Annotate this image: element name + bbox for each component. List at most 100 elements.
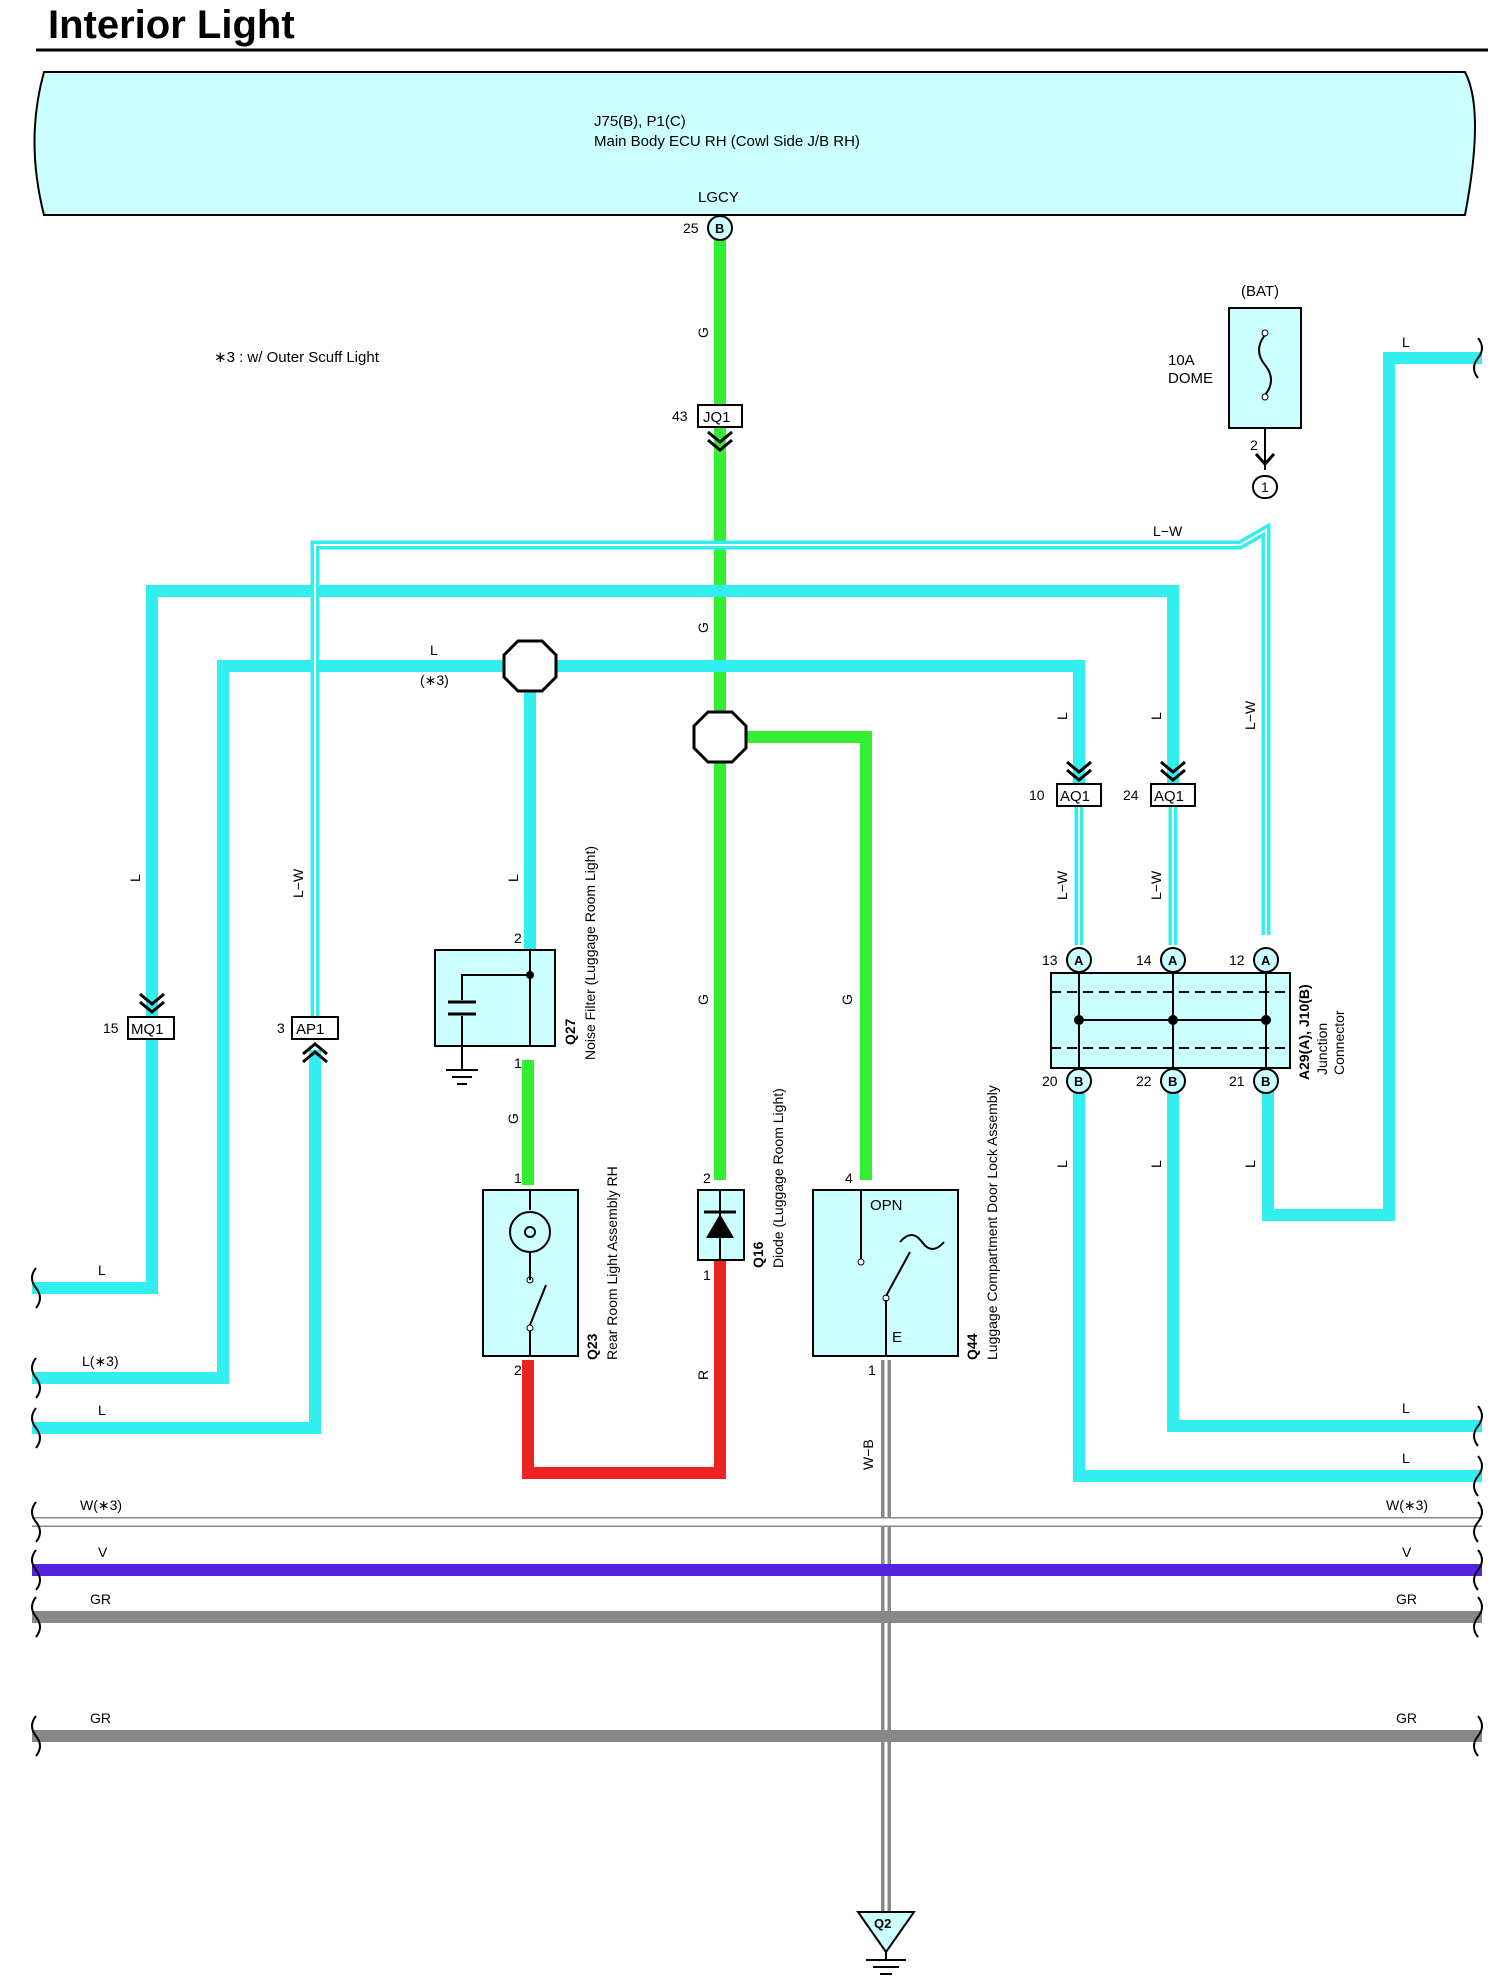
wl-l-jc-3: L bbox=[1242, 1160, 1258, 1168]
fuse-junction-pin: 1 bbox=[1261, 479, 1269, 495]
wl-l3-left: L(∗3) bbox=[82, 1353, 119, 1369]
q44-e: E bbox=[892, 1329, 902, 1346]
ecu-pin: 25 bbox=[683, 220, 699, 236]
ecu-pin-circle bbox=[707, 215, 733, 241]
jc-pin-top-3: 12 bbox=[1229, 952, 1245, 968]
ground-id: Q2 bbox=[874, 1916, 891, 1931]
wire-red bbox=[522, 1260, 726, 1479]
q23-pin-top: 1 bbox=[514, 1170, 522, 1186]
jc-letter-top-2: A bbox=[1168, 953, 1178, 968]
ecu-terminal-label: LGCY bbox=[698, 189, 739, 206]
q27-pin-top: 2 bbox=[514, 930, 522, 946]
component-q44: OPN E 4 1 Q44 Luggage Compartment Door L… bbox=[812, 1085, 1000, 1378]
wire-labels: G G G G G R W−B L−W L−W L−W L−W L−W L (∗… bbox=[80, 327, 1428, 1726]
jc-pin-bottom-2: 22 bbox=[1136, 1073, 1152, 1089]
q44-pin-bottom: 1 bbox=[868, 1362, 876, 1378]
wl-g-5: G bbox=[505, 1113, 521, 1124]
wl-v-right: V bbox=[1402, 1544, 1412, 1560]
jc-letter-bottom-2: B bbox=[1168, 1074, 1177, 1089]
note-text: ∗3 : w/ Outer Scuff Light bbox=[214, 349, 380, 366]
wl-l-left-1: L bbox=[98, 1262, 106, 1278]
wl-g-4: G bbox=[839, 994, 855, 1005]
connector-ap1: AP1 3 bbox=[277, 1016, 339, 1064]
fuse-out-pin: 2 bbox=[1250, 437, 1258, 453]
wl-g-3: G bbox=[695, 994, 711, 1005]
q16-name: Diode (Luggage Room Light) bbox=[770, 1088, 786, 1268]
wl-g-1: G bbox=[695, 327, 711, 338]
wire-break-marks bbox=[31, 337, 1483, 1757]
jc-pin-bottom-3: 21 bbox=[1229, 1073, 1245, 1089]
jc-letter-top-3: A bbox=[1261, 953, 1271, 968]
wl-l-aq1-24: L bbox=[1148, 712, 1164, 720]
wl-gr-left-2: GR bbox=[90, 1710, 111, 1726]
wl-gr-right-2: GR bbox=[1396, 1710, 1417, 1726]
mq1-pin: 15 bbox=[103, 1020, 119, 1036]
jc-name1: Junction bbox=[1314, 1023, 1330, 1075]
wl-v-left: V bbox=[98, 1544, 108, 1560]
connector-jq1: JQ1 43 bbox=[672, 404, 743, 452]
ground-q2: Q2 bbox=[856, 1911, 916, 1975]
wire-cyan bbox=[32, 352, 1482, 1482]
wl-l-right-1: L bbox=[1402, 1400, 1410, 1416]
ecu-name: Main Body ECU RH (Cowl Side J/B RH) bbox=[594, 133, 860, 150]
ecu-connectors: J75(B), P1(C) bbox=[594, 113, 686, 130]
fuse-dome: (BAT) 10A DOME 2 1 bbox=[1168, 283, 1302, 499]
jc-name2: Connector bbox=[1331, 1010, 1347, 1075]
ap1-id: AP1 bbox=[296, 1021, 324, 1038]
jc-pin-top-1: 13 bbox=[1042, 952, 1058, 968]
wl-gr-right-1: GR bbox=[1396, 1591, 1417, 1607]
q44-name: Luggage Compartment Door Lock Assembly bbox=[984, 1085, 1000, 1360]
ecu-box bbox=[33, 71, 1476, 216]
wl-l-top: L bbox=[430, 642, 438, 658]
wl-lw-top: L−W bbox=[1153, 523, 1183, 539]
aq1-10-pin: 10 bbox=[1029, 787, 1045, 803]
wl-w3-left: W(∗3) bbox=[80, 1497, 122, 1513]
fuse-source: (BAT) bbox=[1241, 283, 1279, 300]
wl-lw-right: L−W bbox=[1242, 700, 1258, 730]
q27-name: Noise Filter (Luggage Room Light) bbox=[582, 846, 598, 1060]
wl-l3-paren: (∗3) bbox=[420, 672, 449, 688]
connector-mq1: MQ1 15 bbox=[103, 992, 175, 1040]
page-title: Interior Light bbox=[48, 3, 295, 47]
component-q27: 2 1 Q27 Noise Filter (Luggage Room Light… bbox=[434, 846, 598, 1085]
wl-lw-aq1-24: L−W bbox=[1148, 870, 1164, 900]
component-q16: 2 1 Q16 Diode (Luggage Room Light) bbox=[697, 1088, 786, 1283]
wl-r: R bbox=[695, 1370, 711, 1380]
jc-letter-top-1: A bbox=[1074, 953, 1084, 968]
q44-opn: OPN bbox=[870, 1197, 903, 1214]
mq1-id: MQ1 bbox=[131, 1021, 164, 1038]
jq1-id: JQ1 bbox=[703, 409, 731, 426]
component-q23: 1 2 Q23 Rear Room Light Assembly RH bbox=[482, 1166, 620, 1378]
q44-code: Q44 bbox=[964, 1333, 980, 1360]
jc-letter-bottom-3: B bbox=[1261, 1074, 1270, 1089]
q16-pin-top: 2 bbox=[703, 1170, 711, 1186]
splice-g bbox=[692, 710, 748, 764]
q16-pin-bottom: 1 bbox=[703, 1267, 711, 1283]
aq1-24-pin: 24 bbox=[1123, 787, 1139, 803]
wl-lw-aq1-10: L−W bbox=[1054, 870, 1070, 900]
aq1-24-id: AQ1 bbox=[1154, 788, 1184, 805]
jq1-pin: 43 bbox=[672, 408, 688, 424]
jc-pin-bottom-1: 20 bbox=[1042, 1073, 1058, 1089]
wire-green bbox=[522, 240, 872, 1185]
splice-l bbox=[502, 639, 558, 693]
wl-l-left-2: L bbox=[98, 1402, 106, 1418]
q23-code: Q23 bbox=[584, 1333, 600, 1360]
wl-l-right-2: L bbox=[1402, 1450, 1410, 1466]
wl-l-jc-1: L bbox=[1054, 1160, 1070, 1168]
wl-l-mq1: L bbox=[127, 874, 143, 882]
component-junction: A A A B B B 13 14 12 20 22 21 A29(A), J1… bbox=[1042, 947, 1347, 1094]
fuse-rating: 10A bbox=[1168, 352, 1195, 369]
connector-aq1-24: AQ1 24 bbox=[1123, 760, 1196, 807]
q16-code: Q16 bbox=[750, 1241, 766, 1268]
ecu-connector-letter: B bbox=[715, 221, 724, 236]
q27-code: Q27 bbox=[562, 1018, 578, 1045]
wl-wb: W−B bbox=[860, 1439, 876, 1470]
jc-pin-top-2: 14 bbox=[1136, 952, 1152, 968]
wl-g-2: G bbox=[695, 622, 711, 633]
wl-l-aq1-10: L bbox=[1054, 712, 1070, 720]
aq1-10-id: AQ1 bbox=[1060, 788, 1090, 805]
q23-pin-bottom: 2 bbox=[514, 1362, 522, 1378]
wl-lw-ap1: L−W bbox=[290, 868, 306, 898]
